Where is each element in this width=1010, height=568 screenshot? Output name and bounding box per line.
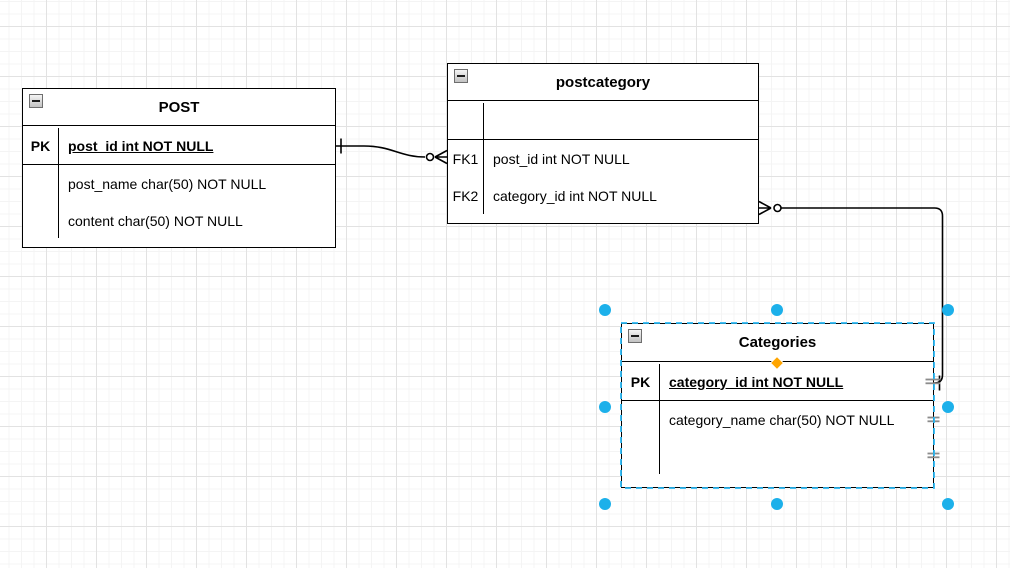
resize-handle-nw[interactable] [599,304,611,316]
row-value: content char(50) NOT NULL [68,212,243,229]
row-key-label: FK2 [452,187,479,204]
collapse-icon[interactable] [29,94,43,108]
entity-table-postcategory[interactable]: postcategory FK1 post_id int NOT NULL FK… [447,63,759,224]
connection-point-icon[interactable] [925,382,941,385]
row-value: category_id int NOT NULL [493,187,657,204]
table-row-fk1[interactable]: FK1 post_id int NOT NULL [448,140,758,177]
resize-handle-sw[interactable] [599,498,611,510]
row-value: post_id int NOT NULL [493,150,630,167]
column-divider [658,363,660,474]
table-title: postcategory [555,73,651,91]
connection-point-icon[interactable] [927,456,940,459]
selection-categories [599,304,954,510]
column-divider [482,102,484,214]
anchor-diamond-icon[interactable] [769,355,785,371]
minus-glyph [457,75,465,77]
resize-handle-se[interactable] [942,498,954,510]
row-key-label: PK [630,373,651,390]
entity-table-categories[interactable]: Categories PK category_id int NOT NULL c… [621,323,934,488]
row-key-label: PK [30,137,51,154]
zero-marker-icon [773,203,782,213]
many-marker-icon [434,149,448,165]
table-title: POST [158,98,200,116]
resize-handles [599,304,954,510]
table-row-pk[interactable]: PK post_id int NOT NULL [23,128,335,164]
section-divider [23,163,335,165]
resize-handle-e[interactable] [942,401,954,413]
row-value: category_id int NOT NULL [669,373,844,390]
row-value: post_name char(50) NOT NULL [68,175,267,192]
table-row[interactable]: post_name char(50) NOT NULL [23,165,335,202]
selection-outline [620,322,935,489]
row-value: post_id int NOT NULL [68,137,214,154]
table-row-pk[interactable]: PK category_id int NOT NULL [622,364,933,400]
column-divider [57,127,59,238]
connection-points [925,378,941,459]
relation-line[interactable] [781,207,944,384]
resize-handle-n[interactable] [771,304,783,316]
entity-table-post[interactable]: POST PK post_id int NOT NULL post_name c… [22,88,336,248]
relation-post-postcategory[interactable] [336,138,448,165]
relation-categories-postcategory[interactable] [758,200,944,391]
connection-point-icon[interactable] [925,378,941,381]
resize-handle-ne[interactable] [942,304,954,316]
table-header-post[interactable]: POST [23,89,335,126]
many-marker-icon [758,200,772,216]
resize-handle-s[interactable] [771,498,783,510]
table-title: Categories [738,334,817,351]
minus-glyph [32,100,40,102]
section-divider [622,399,933,401]
collapse-icon[interactable] [454,69,468,83]
row-value: category_name char(50) NOT NULL [669,411,895,428]
zero-marker-icon [425,152,435,162]
section-divider [448,138,758,140]
minus-glyph [631,335,639,337]
resize-handle-w[interactable] [599,401,611,413]
relation-line[interactable] [336,145,426,158]
row-key-label: FK1 [452,150,479,167]
table-row-fk2[interactable]: FK2 category_id int NOT NULL [448,177,758,214]
table-row[interactable]: content char(50) NOT NULL [23,202,335,239]
collapse-icon[interactable] [628,329,642,343]
table-row[interactable]: category_name char(50) NOT NULL [622,401,933,438]
table-header-postcategory[interactable]: postcategory [448,64,758,101]
